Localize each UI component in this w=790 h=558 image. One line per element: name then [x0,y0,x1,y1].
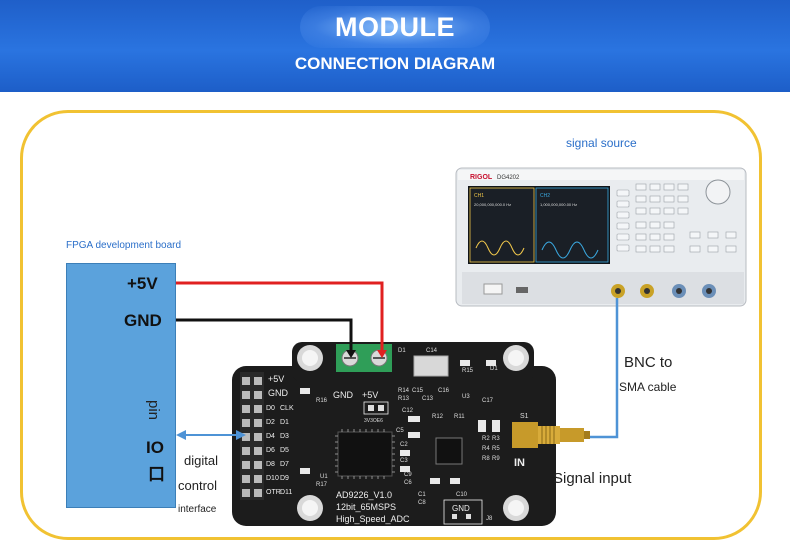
component-label: C1 [418,492,426,498]
component-label: C15 [412,388,424,394]
title-glow [300,6,490,48]
signal-generator: RIGOL DG4202 CH1 CH2 20,000,000,000.0 Hz… [455,167,747,307]
fpga-io-char: 口 [148,465,165,484]
board-name-line2: 12bit_65MSPS [336,502,396,512]
j8-label: J8 [486,516,493,522]
component-label: C9 [404,472,412,478]
header-pin-right-label: D3 [280,433,289,440]
header-pin-left-label: D10 [266,475,279,482]
component-label: R8 [482,456,490,462]
page-subtitle: CONNECTION DIAGRAM [294,54,496,73]
wire-5v-arrow [377,350,387,358]
generator-model: DG4202 [497,175,520,181]
in-label: IN [514,457,525,469]
io-arrow-right [236,430,246,440]
signal-input-label: Signal input [553,470,632,487]
digital-label: digital [184,453,218,468]
generator-brand: RIGOL [470,174,493,181]
component-label: U1 [320,474,328,480]
fpga-board-label: FPGA development board [66,240,182,251]
component-label: C16 [438,388,450,394]
io-arrow-left [176,430,186,440]
component-label: R15 [462,368,474,374]
wire-gnd-arrow [346,350,356,358]
bnc-sma-cable [590,298,619,439]
ch2-label: CH2 [540,193,550,199]
ch2-frequency: 1,000,000,000.00 Hz [540,202,577,207]
fpga-pin-label: pin [145,400,162,421]
header-pin-right-label: D9 [280,475,289,482]
component-label: C17 [482,398,494,404]
header-pin-right-label: D11 [280,489,292,496]
fpga-io-label: IO [146,438,164,457]
component-label: R16 [316,398,328,404]
page-title: MODULE [335,12,455,42]
component-label: R14 [398,388,410,394]
header-pin-left-label: D2 [266,419,275,426]
component-label: D1 [398,348,406,354]
sma-cable-label: SMA cable [619,380,677,394]
component-label: C10 [456,492,468,498]
sma-connector [512,422,590,448]
component-label: R17 [316,482,328,488]
header-pin-left-label: D0 [266,405,275,412]
component-label: D1 [490,366,498,372]
component-label: R9 [492,456,500,462]
fpga-5v-label: +5V [127,274,158,293]
fpga-gnd-label: GND [124,311,162,330]
header-pin-left-label: D6 [266,447,275,454]
component-label: C8 [418,500,426,506]
terminal-5v-label: +5V [362,390,378,400]
bottom-gnd-label: GND [452,504,470,513]
component-label: R5 [492,446,500,452]
component-label: R13 [398,396,410,402]
component-label: R4 [482,446,490,452]
component-label: C6 [404,480,412,486]
wire-5v [176,281,384,355]
ch1-frequency: 20,000,000,000.0 Hz [474,202,511,207]
fpga-board [66,263,176,508]
header-pin-left-label: D4 [266,433,275,440]
s1-label: S1 [520,413,529,420]
component-label: C3 [400,458,408,464]
component-label: R11 [454,414,465,420]
board-name-line3: High_Speed_ADC [336,514,410,524]
signal-source-label: signal source [566,136,637,150]
component-label: C14 [426,348,438,354]
wire-gnd [176,318,353,355]
component-label: C13 [422,396,434,402]
header-pin-right-label: CLK [280,405,294,412]
header-pin-right-label: D1 [280,419,289,426]
adc-chip [337,431,393,477]
bnc-to-label: BNC to [624,354,673,371]
control-label: control [178,478,218,493]
terminal-gnd-label: GND [333,390,354,400]
header-gnd-label: GND [268,388,289,398]
board-name-line1: AD9226_V1.0 [336,490,392,500]
component-label: U3 [462,394,470,400]
component-label: C12 [402,408,414,414]
component-label: R2 [482,436,490,442]
component-label: C2 [400,442,408,448]
component-label: R12 [432,414,444,420]
header-5v-label: +5V [268,374,284,384]
header-pin-right-label: D5 [280,447,289,454]
header-pin-left-label: D8 [266,461,275,468]
header-pin-left-label: OTR [266,489,281,496]
component-label: C5 [396,428,404,434]
generator-knob [705,179,731,205]
diagram-frame [20,110,762,540]
bnc-output-ports [611,284,716,298]
component-label: R3 [492,436,500,442]
chip-id-label: 3V3OE6 [364,418,383,424]
header-pin-right-label: D7 [280,461,289,468]
ch1-label: CH1 [474,193,484,199]
header-banner: MODULE CONNECTION DIAGRAM [0,0,790,92]
interface-label: interface [178,504,217,515]
